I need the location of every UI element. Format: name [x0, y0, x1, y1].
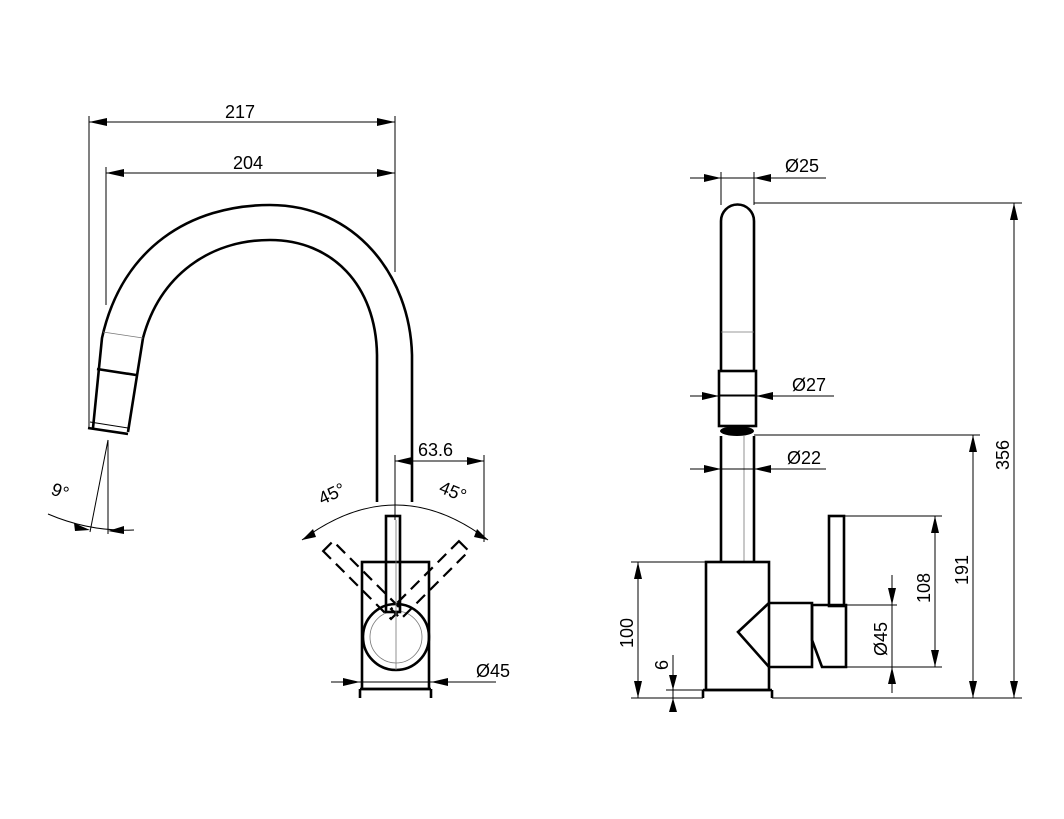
- dim-angle-right-label: 45°: [437, 477, 470, 506]
- dim-63-6-label: 63.6: [418, 440, 453, 460]
- body-side: [704, 560, 771, 692]
- dim-spout-diameter-label: Ø22: [787, 448, 821, 468]
- handle-hub: [810, 603, 848, 669]
- front-view: 217 204 63.6 45° 45° 9° Ø45: [47, 102, 510, 698]
- lever-side: [827, 514, 846, 608]
- spray-head-band-top: [96, 367, 137, 377]
- dim-angle-left-label: 45°: [315, 479, 348, 509]
- dim-lever-height-label: 108: [914, 573, 934, 603]
- spout-outer-contour: [91, 203, 414, 502]
- handle-connector: [736, 601, 814, 669]
- dim-outlet-height-label: 191: [952, 555, 972, 585]
- dim-base-plate-label: 6: [652, 660, 672, 670]
- dim-base-diameter-label: Ø45: [476, 661, 510, 681]
- spray-head-tip: [87, 426, 129, 436]
- dim-217-label: 217: [225, 102, 255, 122]
- dim-handle-diameter-label: Ø45: [871, 622, 891, 656]
- spray-head-tip-inner: [89, 421, 129, 429]
- spray-head: [717, 369, 758, 428]
- dim-body-height-label: 100: [617, 618, 637, 648]
- lever-center: [384, 514, 402, 614]
- side-view: Ø25 Ø27 Ø22 356 191 108 100 6 Ø45: [617, 156, 1022, 712]
- dim-204-label: 204: [233, 153, 263, 173]
- spout-upper-tube: [719, 203, 756, 371]
- spray-head-band-upper: [102, 331, 144, 339]
- spout-inner-contour: [126, 238, 379, 502]
- spray-outlet: [720, 426, 754, 436]
- dim-spout-top-diameter-label: Ø25: [785, 156, 819, 176]
- dim-total-height-label: 356: [993, 440, 1013, 470]
- dim-spray-head-diameter-label: Ø27: [792, 375, 826, 395]
- dim-spray-angle-label: 9°: [49, 479, 72, 504]
